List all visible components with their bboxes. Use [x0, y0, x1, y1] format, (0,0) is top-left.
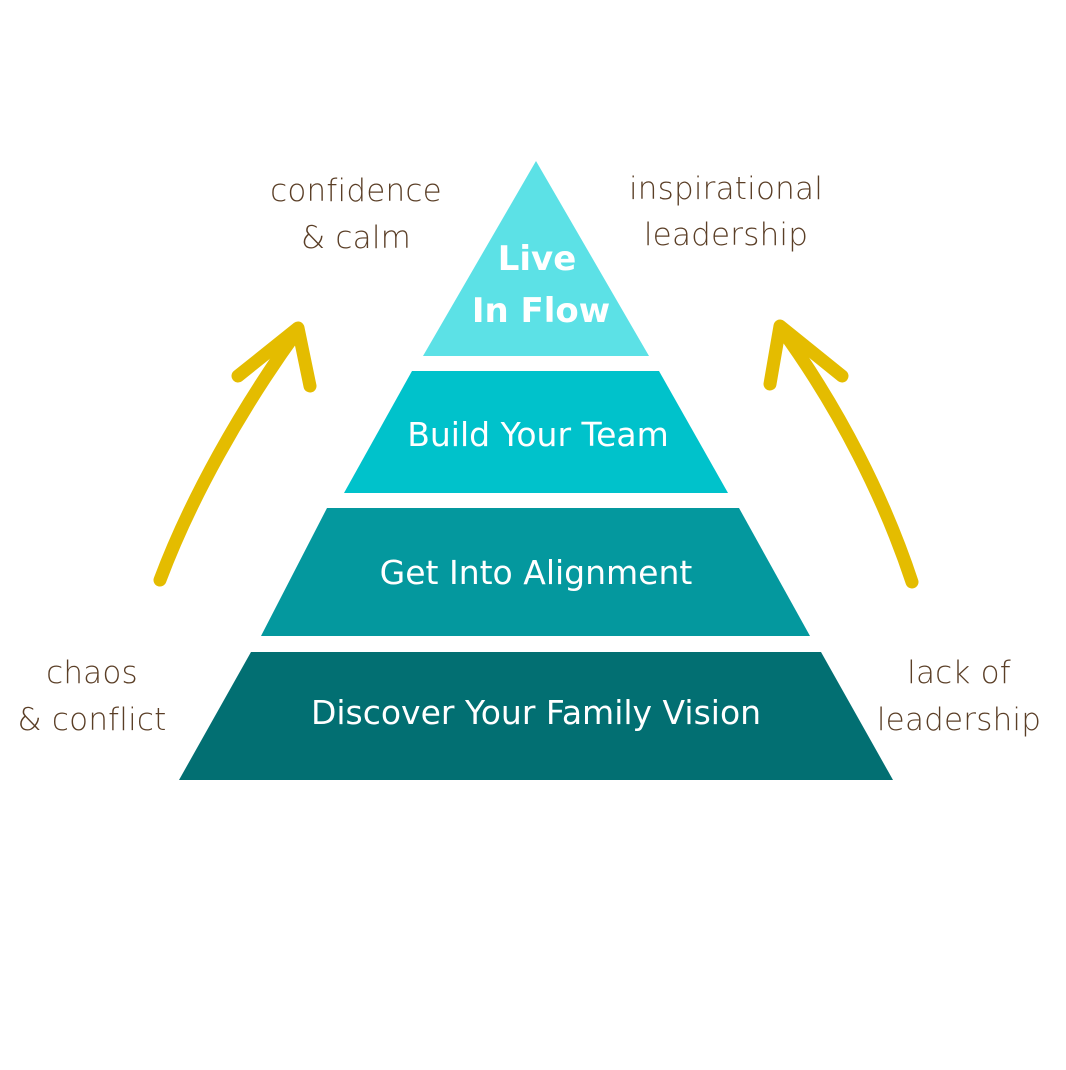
label-line: lack of — [907, 655, 1011, 691]
pyramid-tier-live-in-flow — [423, 161, 649, 356]
label-line: & calm — [300, 220, 412, 256]
label-line: inspirational — [628, 171, 824, 207]
label-line: & conflict — [17, 702, 167, 738]
tier-label: Get Into Alignment — [380, 553, 693, 592]
label-line: leadership — [876, 702, 1042, 738]
arrow-left-shaft — [153, 323, 305, 587]
label-line: chaos — [46, 655, 138, 691]
label-confidence-calm: confidence & calm — [256, 168, 456, 262]
tier-label-line: Live — [498, 239, 577, 279]
pyramid-tier-get-into-alignment — [261, 508, 810, 636]
label-chaos-conflict: chaos & conflict — [12, 650, 172, 744]
label-inspirational-leadership: inspirational leadership — [616, 166, 836, 258]
tier-label-line: In Flow — [472, 291, 610, 331]
pyramid-tier-build-your-team — [344, 371, 728, 493]
tier-label: Discover Your Family Vision — [311, 693, 761, 732]
arrow-left-head — [231, 321, 317, 393]
arrow-up-left-icon — [153, 321, 317, 587]
label-line: leadership — [643, 217, 809, 253]
label-lack-of-leadership: lack of leadership — [872, 650, 1046, 744]
pyramid-tier-discover-vision — [179, 652, 893, 780]
arrow-up-right-icon — [763, 319, 919, 589]
arrow-right-head — [763, 319, 849, 391]
tier-label: Build Your Team — [407, 415, 669, 454]
label-line: confidence — [270, 173, 442, 209]
arrow-right-shaft — [775, 323, 919, 589]
